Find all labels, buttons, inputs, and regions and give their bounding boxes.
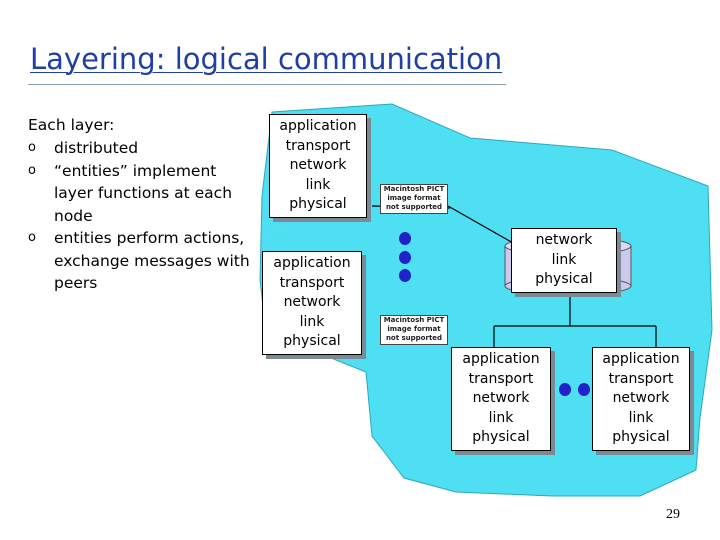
bullet-item: entities perform actions, exchange messa… bbox=[28, 227, 258, 295]
image-placeholder-top: Macintosh PICT image format not supporte… bbox=[380, 184, 448, 214]
layer-label: application bbox=[462, 351, 540, 367]
layer-label: network bbox=[612, 390, 670, 406]
layer-label: physical bbox=[612, 429, 670, 445]
layer-label: application bbox=[602, 351, 680, 367]
ellipsis-dot-icon bbox=[559, 383, 571, 396]
protocol-stack-bottom-right: application transport network link physi… bbox=[592, 347, 690, 451]
layer-label: transport bbox=[468, 370, 534, 387]
layer-label: link bbox=[299, 313, 325, 330]
layer-label: application bbox=[279, 118, 357, 134]
layer-label: transport bbox=[608, 370, 674, 387]
layer-label: link bbox=[628, 409, 654, 426]
pict-line: image format bbox=[387, 194, 441, 202]
layer-label: link bbox=[488, 409, 514, 426]
pict-line: not supported bbox=[385, 203, 443, 211]
pict-line: image format bbox=[387, 325, 441, 333]
layer-label: transport bbox=[279, 274, 345, 291]
protocol-stack-mid-left: application transport network link physi… bbox=[262, 251, 362, 355]
ellipsis-dot-icon bbox=[399, 269, 411, 282]
bullet-list: distributed “entities” implement layer f… bbox=[28, 137, 258, 295]
image-placeholder-bottom: Macintosh PICT image format not supporte… bbox=[380, 315, 448, 345]
ellipsis-dot-icon bbox=[399, 251, 411, 264]
intro-lead: Each layer: bbox=[28, 116, 115, 134]
layer-label: link bbox=[551, 251, 577, 268]
title-underline-rule bbox=[28, 84, 506, 85]
layer-label: physical bbox=[289, 196, 347, 212]
layer-label: physical bbox=[283, 333, 341, 349]
pict-line: Macintosh PICT bbox=[383, 316, 445, 324]
layer-label: network bbox=[472, 390, 530, 406]
bullet-item: distributed bbox=[28, 137, 258, 160]
protocol-stack-top-left: application transport network link physi… bbox=[269, 114, 367, 218]
layer-label: network bbox=[535, 232, 593, 248]
pict-line: Macintosh PICT bbox=[383, 185, 445, 193]
layer-label: link bbox=[305, 176, 331, 193]
ellipsis-dot-icon bbox=[578, 383, 590, 396]
bullet-item: “entities” implement layer functions at … bbox=[28, 160, 258, 228]
layer-label: physical bbox=[535, 271, 593, 287]
protocol-stack-router: network link physical bbox=[511, 228, 617, 293]
pict-line: not supported bbox=[385, 334, 443, 342]
intro-text: Each layer: distributed “entities” imple… bbox=[28, 114, 258, 295]
page-number: 29 bbox=[666, 507, 680, 522]
ellipsis-dot-icon bbox=[399, 232, 411, 245]
layer-label: network bbox=[289, 157, 347, 173]
layer-label: physical bbox=[472, 429, 530, 445]
slide-title: Layering: logical communication bbox=[30, 42, 503, 76]
layer-label: application bbox=[273, 255, 351, 271]
layer-label: network bbox=[283, 294, 341, 310]
layer-label: transport bbox=[285, 137, 351, 154]
protocol-stack-bottom-mid: application transport network link physi… bbox=[451, 347, 551, 451]
